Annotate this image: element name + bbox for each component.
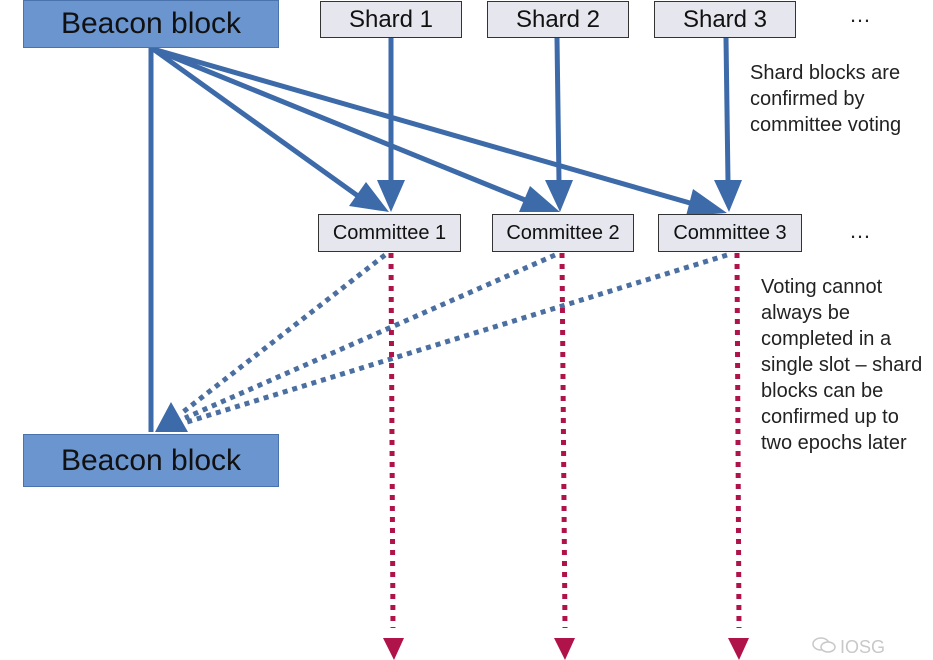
committee-2-delayed-confirmation-arrow [554, 252, 575, 660]
shard-2-box: Shard 2 [487, 1, 629, 38]
beacon-block-top: Beacon block [23, 0, 279, 48]
shard-2-label: Shard 2 [515, 5, 601, 33]
shard-1-label: Shard 1 [348, 5, 434, 33]
beacon-block-top-label: Beacon block [60, 7, 242, 40]
committee-1-box: Committee 1 [318, 214, 461, 252]
shard-3-to-committee-3-arrow [714, 37, 742, 212]
more-committees-ellipsis: … [849, 218, 872, 243]
committee-votes-to-beacon-dotted-lines [155, 252, 728, 432]
committee-2-box: Committee 2 [492, 214, 634, 252]
shard-1-to-committee-1-arrow [377, 38, 405, 212]
more-shards-ellipsis: … [849, 2, 872, 27]
beacon-block-bottom-label: Beacon block [60, 443, 242, 477]
shard-1-box: Shard 1 [320, 1, 462, 38]
shard-2-to-committee-2-arrow [545, 37, 573, 212]
beacon-to-committee-3-arrow [152, 46, 727, 216]
beacon-to-committee-2-arrow [152, 46, 560, 212]
committee-3-delayed-confirmation-arrow [728, 252, 749, 660]
committee-2-label: Committee 2 [506, 221, 620, 244]
watermark-text: IOSG [840, 637, 886, 657]
wechat-icon [812, 636, 836, 659]
shard-3-label: Shard 3 [682, 5, 768, 33]
voting-delay-note: Voting cannot always be completed in a s… [761, 276, 923, 454]
committee-3-label: Committee 3 [673, 221, 787, 244]
committee-3-box: Committee 3 [658, 214, 802, 252]
committee-1-label: Committee 1 [332, 221, 447, 244]
beacon-block-bottom: Beacon block [23, 434, 279, 487]
beacon-to-committee-1-arrow [151, 46, 389, 212]
shard-3-box: Shard 3 [654, 1, 796, 38]
watermark: IOSG [812, 636, 885, 659]
committee-1-delayed-confirmation-arrow [383, 252, 404, 660]
shard-confirmation-note: Shard blocks are confirmed by committee … [750, 62, 902, 136]
